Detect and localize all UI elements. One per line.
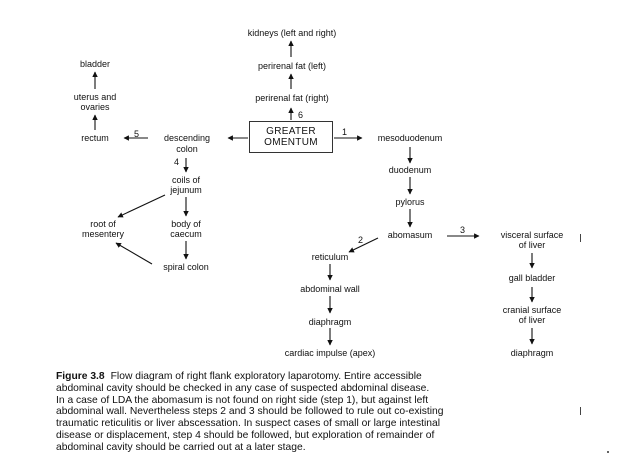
node-cranial-surface-1: cranial surface — [502, 305, 562, 315]
step-number-5: 5 — [134, 129, 140, 139]
arrow-abomasum-to-reticulum — [348, 237, 379, 253]
node-body-caecum-2: caecum — [170, 229, 202, 239]
node-cardiac-impulse: cardiac impulse (apex) — [284, 348, 376, 358]
node-rectum: rectum — [81, 133, 109, 143]
arrow-spiral-colon-to-root-mesentery — [115, 242, 153, 265]
caption-label: Figure 3.8 — [56, 371, 105, 382]
caption-line-1: Figure 3.8 Flow diagram of right flank ex… — [56, 371, 584, 383]
caption-line-7: abdominal cavity should be carried out a… — [56, 441, 306, 453]
node-mesoduodenum: mesoduodenum — [377, 133, 443, 143]
node-visceral-surface-1: visceral surface — [500, 230, 564, 240]
step-number-3: 3 — [460, 225, 466, 235]
node-body-caecum-1: body of — [171, 219, 201, 229]
node-cranial-surface-2: of liver — [518, 315, 546, 325]
node-duodenum: duodenum — [388, 165, 432, 175]
caption-line-3: In a case of LDA the abomasum is not fou… — [56, 394, 429, 406]
node-coils-jejunum-2: jejunum — [170, 185, 202, 195]
node-descending-colon-2: colon — [176, 144, 198, 154]
node-kidneys: kidneys (left and right) — [247, 28, 337, 38]
node-diaphragm-right: diaphragm — [510, 348, 554, 358]
step-number-1: 1 — [342, 127, 348, 137]
page-dot — [607, 451, 609, 453]
node-gall-bladder: gall bladder — [508, 273, 556, 283]
node-uterus-ovaries-2: ovaries — [80, 102, 110, 112]
figure-caption: Figure 3.8 Flow diagram of right flank ex… — [56, 371, 584, 454]
caption-line-6: disease or displacement, step 4 should b… — [56, 429, 435, 441]
node-pylorus: pylorus — [395, 197, 425, 207]
node-root-mesentery-2: mesentery — [81, 229, 125, 239]
node-reticulum: reticulum — [311, 252, 349, 262]
arrow-jejunum-to-root-mesentery — [117, 194, 166, 218]
node-perirenal-fat-left: perirenal fat (left) — [257, 61, 327, 71]
caption-line-5: traumatic reticulitis or liver abscessat… — [56, 418, 441, 430]
caption-line-2: abdominal cavity should be checked in an… — [56, 382, 430, 394]
center-box-line1: GREATER — [266, 126, 316, 137]
node-perirenal-fat-right: perirenal fat (right) — [255, 93, 329, 103]
step-number-6: 6 — [298, 110, 304, 120]
step-number-4: 4 — [174, 157, 180, 167]
caption-text-1: Flow diagram of right flank exploratory … — [110, 371, 422, 382]
page-edge-mark — [580, 407, 581, 415]
node-coils-jejunum-1: coils of — [171, 175, 200, 185]
node-diaphragm-left: diaphragm — [308, 317, 352, 327]
caption-line-4: abdominal wall. Nevertheless steps 2 and… — [56, 406, 444, 418]
node-spiral-colon: spiral colon — [163, 262, 209, 272]
node-bladder: bladder — [79, 59, 111, 69]
node-abdominal-wall: abdominal wall — [300, 284, 360, 294]
center-box-line2: OMENTUM — [264, 137, 318, 148]
node-abomasum: abomasum — [387, 230, 433, 240]
step-number-2: 2 — [358, 235, 364, 245]
node-descending-colon-1: descending — [163, 133, 211, 143]
node-uterus-ovaries-1: uterus and — [73, 92, 117, 102]
node-visceral-surface-2: of liver — [518, 240, 546, 250]
node-root-mesentery-1: root of — [90, 219, 116, 229]
greater-omentum-box: GREATER OMENTUM — [249, 121, 333, 153]
page-edge-mark — [580, 234, 581, 242]
